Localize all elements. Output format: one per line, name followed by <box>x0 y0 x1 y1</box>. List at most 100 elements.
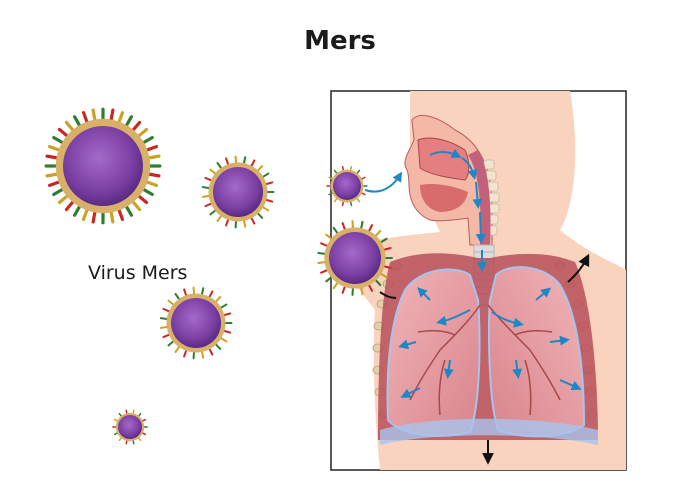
virus-spike <box>333 197 338 203</box>
virus-spike <box>261 172 270 179</box>
virus-spike <box>341 222 347 231</box>
virus-spike <box>48 180 62 188</box>
virus-spike <box>183 288 188 297</box>
virus-spike <box>242 219 247 228</box>
virus-spike <box>374 278 382 287</box>
virus-spike <box>136 193 149 205</box>
virus-particle-panel-edge <box>317 220 393 296</box>
virus-label: Virus Mers <box>88 262 188 284</box>
virus-spike <box>48 144 62 152</box>
virus-spike <box>325 233 333 241</box>
virus-spike <box>117 207 125 221</box>
virus-spike <box>124 204 133 217</box>
virus-core <box>63 126 143 206</box>
virus-spike <box>379 272 388 279</box>
virus-spike <box>141 432 147 436</box>
virus-spike <box>91 209 97 224</box>
virus-spike <box>52 187 65 196</box>
virus-core <box>213 167 263 217</box>
virus-spike <box>72 204 82 217</box>
virus-spike <box>45 154 60 160</box>
virus-spike <box>174 292 181 301</box>
virus-spike <box>204 202 213 208</box>
inhalation-arrow <box>364 171 403 193</box>
virus-spike <box>113 432 119 436</box>
virus-spike <box>225 157 230 166</box>
virus-spike <box>250 159 256 168</box>
virus-spike <box>201 186 211 190</box>
virus-spike <box>214 343 222 350</box>
virus-spike <box>332 281 339 290</box>
virus-spike <box>57 127 70 139</box>
virus-spike <box>379 237 388 244</box>
virus-spike <box>81 111 89 125</box>
virus-spike <box>209 168 217 175</box>
virus-spike <box>45 172 60 178</box>
virus-spike <box>118 437 123 442</box>
virus-spike <box>118 412 123 417</box>
virus-spike <box>242 156 247 165</box>
virus-particle-entering <box>326 165 368 207</box>
expansion-arrow-up <box>567 253 590 283</box>
virus-spike <box>167 340 175 347</box>
virus-core <box>171 298 221 348</box>
virus-spike <box>341 285 347 294</box>
virus-spike <box>204 176 213 182</box>
virus-spike <box>146 172 161 178</box>
virus-spike <box>136 127 149 139</box>
virus-spike <box>349 200 353 207</box>
virus-spike <box>124 115 133 128</box>
virus-spike <box>225 218 230 227</box>
virus-spike <box>125 409 128 415</box>
virus-spike <box>130 199 142 212</box>
virus-particle-small <box>112 409 148 445</box>
virus-spike <box>222 312 232 317</box>
virus-spike <box>200 350 205 359</box>
virus-spike <box>382 265 392 270</box>
virus-spike <box>144 180 158 188</box>
virus-spike <box>52 136 65 145</box>
virus-spike <box>137 412 142 417</box>
virus-spike <box>208 290 214 299</box>
virus-spike <box>333 169 338 175</box>
virus-spike <box>81 207 89 221</box>
virus-spike <box>320 242 329 248</box>
virus-spike <box>382 246 392 251</box>
virus-spike <box>264 181 274 186</box>
virus-spike <box>250 216 256 225</box>
virus-spike <box>117 111 125 125</box>
virus-spike <box>167 299 175 306</box>
virus-spike <box>159 325 169 329</box>
virus-spike <box>141 187 154 196</box>
virus-spike <box>132 409 135 415</box>
virus-spike <box>137 437 142 442</box>
virus-spike <box>222 329 232 334</box>
virus-spike <box>360 176 366 180</box>
virus-spike <box>219 303 228 310</box>
virus-core <box>118 415 142 439</box>
virus-spike <box>146 154 161 160</box>
virus-spike <box>360 192 366 196</box>
virus-spike <box>72 115 82 128</box>
virus-spike <box>367 283 374 292</box>
virus-spike <box>64 120 76 133</box>
pharynx <box>468 150 491 245</box>
virus-spike <box>57 193 70 205</box>
virus-spike <box>113 418 119 422</box>
virus-spike <box>200 287 205 296</box>
virus-spike <box>360 220 364 230</box>
virus-particle-medium <box>201 155 275 229</box>
virus-core <box>333 172 361 200</box>
virus-spike <box>109 209 115 224</box>
virus-spike <box>201 194 211 198</box>
virus-spike <box>341 165 345 172</box>
virus-particle-large <box>44 107 162 225</box>
virus-spike <box>159 317 169 321</box>
virus-spike <box>341 200 345 207</box>
virus-spike <box>216 161 223 170</box>
virus-spike <box>132 439 135 445</box>
virus-spike <box>328 192 334 196</box>
virus-spike <box>208 347 214 356</box>
virus-spike <box>125 439 128 445</box>
